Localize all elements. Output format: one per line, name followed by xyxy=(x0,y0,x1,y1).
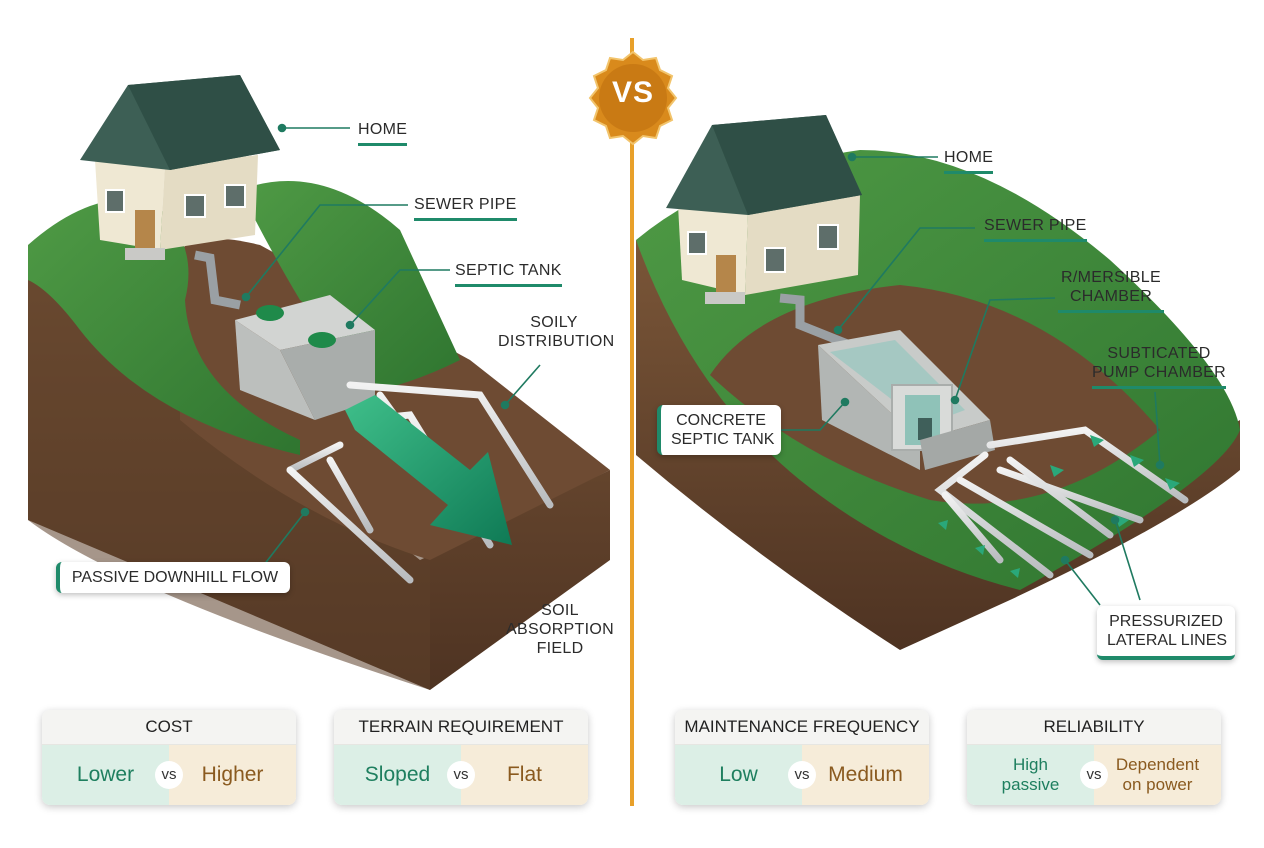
cost-card: COST Lower Higher vs xyxy=(42,710,296,805)
pump-chamber-line-1: SUBTICATED xyxy=(1107,345,1211,362)
pump-chamber-line-2: PUMP CHAMBER xyxy=(1092,364,1226,381)
right-house-illustration xyxy=(666,115,862,304)
terrain-left-value: Sloped xyxy=(334,745,461,805)
passive-downhill-flow-callout: PASSIVE DOWNHILL FLOW xyxy=(56,562,290,593)
right-lateral-pipes xyxy=(934,426,1189,579)
left-soily-distribution-line-1: SOILY xyxy=(530,314,578,331)
maintenance-vs: vs xyxy=(788,761,816,789)
reliability-left-line-1: High xyxy=(1013,755,1048,774)
left-septic-tank-label: SEPTIC TANK xyxy=(455,261,562,287)
downhill-flow-arrow xyxy=(345,395,512,545)
terrain-card-title: TERRAIN REQUIREMENT xyxy=(334,710,588,745)
cost-card-title: COST xyxy=(42,710,296,745)
terrain-right-value: Flat xyxy=(461,745,588,805)
center-divider xyxy=(588,38,678,806)
left-sewer-pipe-label: SEWER PIPE xyxy=(414,195,517,221)
submersible-chamber-line-1: R/MERSIBLE xyxy=(1061,269,1161,286)
maintenance-card: MAINTENANCE FREQUENCY Low Medium vs xyxy=(675,710,929,805)
right-sewer-pipe-label: SEWER PIPE xyxy=(984,216,1087,242)
soil-absorption-field-label: SOIL ABSORPTION FIELD xyxy=(500,601,620,658)
pressurized-lateral-lines-line-2: LATERAL LINES xyxy=(1107,632,1228,649)
cost-left-value: Lower xyxy=(42,745,169,805)
vs-badge: VS xyxy=(611,76,655,109)
reliability-left-value: High passive xyxy=(967,745,1094,805)
maintenance-card-title: MAINTENANCE FREQUENCY xyxy=(675,710,929,745)
left-soily-distribution-label: SOILY DISTRIBUTION xyxy=(498,313,615,351)
right-concrete-tank-illustration xyxy=(818,330,995,470)
reliability-card-title: RELIABILITY xyxy=(967,710,1221,745)
reliability-vs: vs xyxy=(1080,761,1108,789)
left-septic-tank-illustration xyxy=(235,295,375,420)
maintenance-right-value: Medium xyxy=(802,745,929,805)
pressurized-lateral-lines-line-1: PRESSURIZED xyxy=(1109,613,1223,630)
maintenance-left-value: Low xyxy=(675,745,802,805)
pump-chamber-label: SUBTICATED PUMP CHAMBER xyxy=(1092,344,1226,389)
leader-lines xyxy=(241,123,1165,606)
left-house-illustration xyxy=(80,75,280,260)
left-soily-distribution-line-2: DISTRIBUTION xyxy=(498,333,615,350)
soil-absorption-line-2: ABSORPTION xyxy=(506,621,614,638)
submersible-chamber-label: R/MERSIBLE CHAMBER xyxy=(1058,268,1164,313)
submersible-chamber-line-2: CHAMBER xyxy=(1069,288,1153,305)
reliability-right-line-1: Dependent xyxy=(1115,755,1200,774)
left-home-label: HOME xyxy=(358,120,408,146)
reliability-right-value: Dependent on power xyxy=(1094,745,1221,805)
right-diorama xyxy=(636,115,1240,650)
soil-absorption-line-1: SOIL xyxy=(541,602,579,619)
pressurized-lateral-lines-callout: PRESSURIZED LATERAL LINES xyxy=(1097,606,1235,660)
concrete-septic-tank-line-1: CONCRETE xyxy=(676,412,766,429)
reliability-left-line-2: passive xyxy=(1001,775,1060,794)
terrain-card: TERRAIN REQUIREMENT Sloped Flat vs xyxy=(334,710,588,805)
right-home-label: HOME xyxy=(944,148,994,174)
reliability-right-line-2: on power xyxy=(1122,775,1193,794)
terrain-vs: vs xyxy=(447,761,475,789)
concrete-septic-tank-callout: CONCRETE SEPTIC TANK xyxy=(657,405,781,455)
cost-right-value: Higher xyxy=(169,745,296,805)
concrete-septic-tank-line-2: SEPTIC TANK xyxy=(671,431,775,448)
reliability-card: RELIABILITY High passive Dependent on po… xyxy=(967,710,1221,805)
cost-vs: vs xyxy=(155,761,183,789)
left-diorama xyxy=(28,75,610,690)
soil-absorption-line-3: FIELD xyxy=(536,640,584,657)
